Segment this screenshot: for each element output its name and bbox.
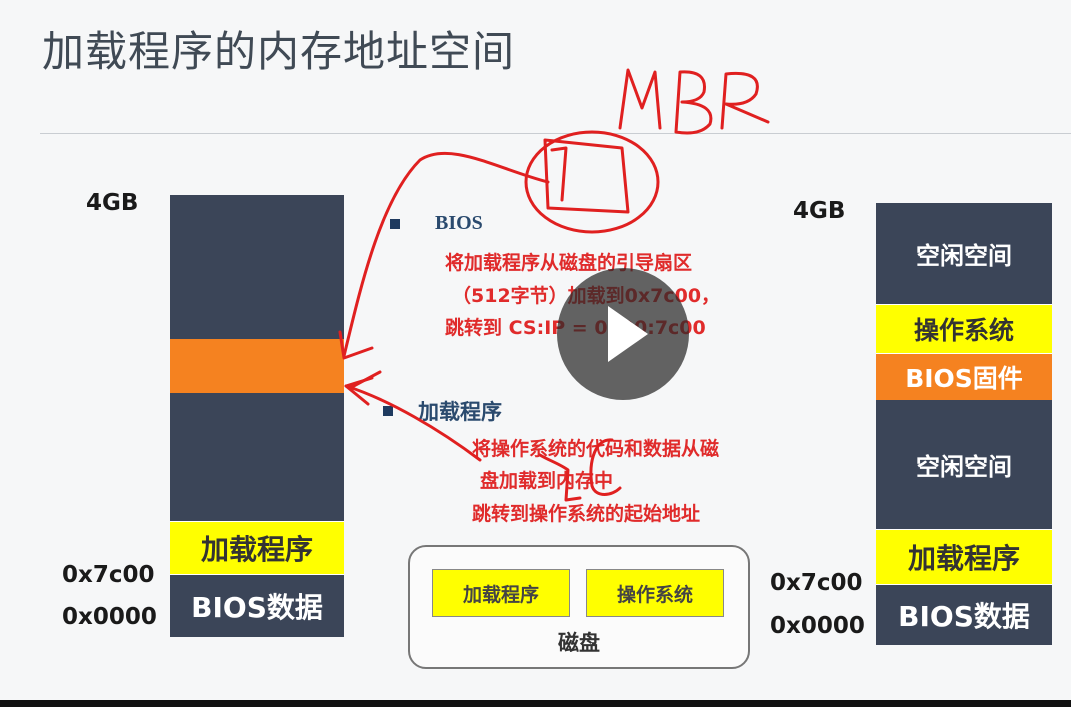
left-addr-7c00: 0x7c00: [62, 562, 155, 588]
right-loader-segment: 加载程序: [876, 529, 1052, 585]
handwritten-letter-p: [538, 453, 582, 502]
bullet-loader-heading: 加载程序: [418, 400, 502, 424]
left-loader-segment: 加载程序: [170, 521, 344, 575]
disk-loader-box: 加载程序: [432, 569, 570, 617]
left-addr-4gb: 4GB: [86, 190, 139, 216]
bios-load-arrow: [342, 151, 550, 358]
bios-load-arrowhead: [338, 330, 374, 360]
video-bottom-bar: [0, 700, 1071, 707]
bullet-bios-heading: BIOS: [435, 212, 483, 234]
title-divider: [40, 133, 1071, 134]
left-addr-0000: 0x0000: [62, 604, 157, 630]
loader-step-line3: 跳转到操作系统的起始地址: [472, 503, 701, 525]
right-addr-7c00: 0x7c00: [770, 570, 863, 596]
mbr-circle: [524, 130, 660, 234]
right-free-space-mid: 空闲空间: [916, 452, 1012, 481]
right-os-segment: 操作系统: [876, 304, 1052, 354]
bullet-square-bios: [390, 219, 400, 229]
slide-title: 加载程序的内存地址空间: [42, 27, 516, 76]
right-free-space-top: 空闲空间: [916, 241, 1012, 270]
handwritten-letter-r: [720, 71, 770, 130]
loader-arrow-tick: [348, 370, 382, 390]
loader-step-line2: 盘加载到内存中: [480, 470, 614, 492]
disk-container: 加载程序 操作系统 磁盘: [408, 545, 750, 669]
left-mbr-segment: [170, 339, 344, 393]
left-bios-data-segment: BIOS数据: [191, 591, 323, 624]
right-addr-0000: 0x0000: [770, 613, 865, 639]
video-play-button[interactable]: [557, 268, 689, 400]
mbr-boxed-sketch: [543, 138, 630, 214]
right-bios-firmware-segment: BIOS固件: [876, 354, 1052, 400]
handwritten-letter-c: [589, 438, 622, 496]
disk-os-box: 操作系统: [586, 569, 724, 617]
mbr-inner-stroke: [550, 146, 568, 202]
right-memory-column: 空闲空间 操作系统 BIOS固件 空闲空间 加载程序 BIOS数据: [876, 203, 1052, 645]
right-addr-4gb: 4GB: [793, 198, 846, 224]
left-memory-column: 加载程序 BIOS数据: [170, 195, 344, 637]
play-icon: [608, 306, 648, 362]
handwritten-letter-m: [618, 68, 662, 130]
bullet-square-loader: [383, 406, 393, 416]
right-bios-data-segment: BIOS数据: [898, 600, 1030, 633]
handwritten-letter-b: [674, 70, 713, 135]
loader-arrow: [344, 384, 482, 462]
disk-label: 磁盘: [558, 631, 600, 655]
